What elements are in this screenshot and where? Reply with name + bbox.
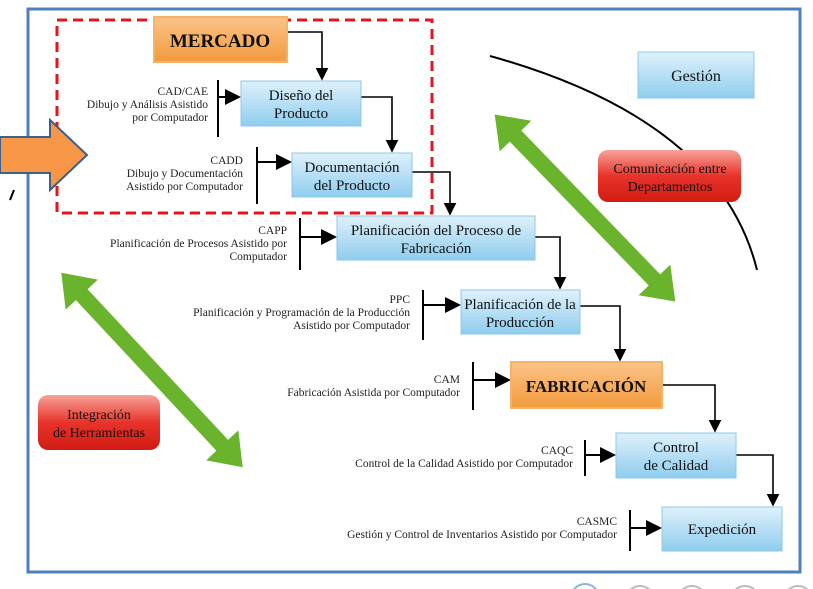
step-label: Diseño del <box>269 88 334 104</box>
tool-description: Computador <box>230 251 288 263</box>
tool-acronym: CAD/CAE <box>158 86 208 98</box>
nav-circle-icon <box>681 585 703 589</box>
footer-icons <box>573 583 809 589</box>
tool-description: Dibujo y Documentación <box>127 168 244 180</box>
step-label: Expedición <box>688 522 757 538</box>
management-box[interactable]: Gestión <box>637 51 755 99</box>
tool-description: Control de la Calidad Asistido por Compu… <box>355 458 573 470</box>
step-label: del Producto <box>314 178 390 194</box>
step-label: de Calidad <box>644 458 709 474</box>
step-label: Control <box>653 440 699 456</box>
communication-label: Comunicación entre <box>613 162 726 177</box>
step-label: Producción <box>486 315 555 331</box>
manufacturing-label: FABRICACIÓN <box>526 377 647 396</box>
nav-circle-icon <box>787 585 809 589</box>
step-label: Fabricación <box>401 241 472 257</box>
tool-description: Planificación de Procesos Asistido por <box>110 238 287 250</box>
tool-description: Asistido por Computador <box>126 181 243 193</box>
tool-description: Asistido por Computador <box>293 320 410 332</box>
tool-acronym: CAQC <box>541 445 573 457</box>
logo-icon <box>573 583 597 589</box>
nav-circle-icon <box>629 585 651 589</box>
step-box-product-documentation[interactable]: Documentación del Producto <box>291 152 413 198</box>
integration-label: de Herramientas <box>53 426 145 441</box>
communication-double-arrow <box>494 114 676 302</box>
step-box-quality-control[interactable]: Control de Calidad <box>615 432 737 479</box>
tool-acronym: CAPP <box>258 225 287 237</box>
step-box-production-planning[interactable]: Planificación de la Producción <box>460 289 581 335</box>
integration-label: Integración <box>67 408 131 423</box>
tool-description: Dibujo y Análisis Asistido <box>87 99 208 111</box>
step-label: Planificación de la <box>464 297 576 313</box>
tool-description: Gestión y Control de Inventarios Asistid… <box>347 529 617 541</box>
tool-acronym: CADD <box>210 155 243 167</box>
tool-description: Planificación y Programación de la Produ… <box>193 307 410 319</box>
step-box-process-planning[interactable]: Planificación del Proceso de Fabricación <box>336 215 536 261</box>
market-label: MERCADO <box>170 31 270 52</box>
tool-acronym: CAM <box>434 374 460 386</box>
cad-region-highlight <box>55 18 434 215</box>
outer-frame <box>26 7 802 574</box>
tool-description: por Computador <box>132 112 208 124</box>
tool-description: Fabricación Asistida por Computador <box>287 387 460 399</box>
integration-box[interactable]: Integración de Herramientas <box>38 395 160 450</box>
management-label: Gestión <box>671 68 721 85</box>
integration-double-arrow <box>61 272 243 468</box>
communication-box[interactable]: Comunicación entre Departamentos <box>598 150 741 202</box>
nav-circle-icon <box>734 585 756 589</box>
orange-pointer-arrow <box>0 117 89 193</box>
tool-acronym: PPC <box>390 294 411 306</box>
step-box-shipping[interactable]: Expedición <box>661 506 783 552</box>
step-label: Planificación del Proceso de <box>351 223 522 239</box>
step-label: Documentación <box>305 160 400 176</box>
tool-labels: CAD/CAE Dibujo y Análisis Asistido por C… <box>87 86 617 541</box>
market-box[interactable]: MERCADO <box>153 16 288 63</box>
tool-brackets <box>217 80 660 551</box>
management-arc <box>489 55 758 271</box>
bullet-mark <box>9 189 15 201</box>
flow-arrows <box>287 31 780 507</box>
communication-label: Departamentos <box>628 180 713 195</box>
step-box-product-design[interactable]: Diseño del Producto <box>240 80 362 127</box>
tool-acronym: CASMC <box>577 516 618 528</box>
manufacturing-box[interactable]: FABRICACIÓN <box>510 361 663 409</box>
step-label: Producto <box>274 106 328 122</box>
